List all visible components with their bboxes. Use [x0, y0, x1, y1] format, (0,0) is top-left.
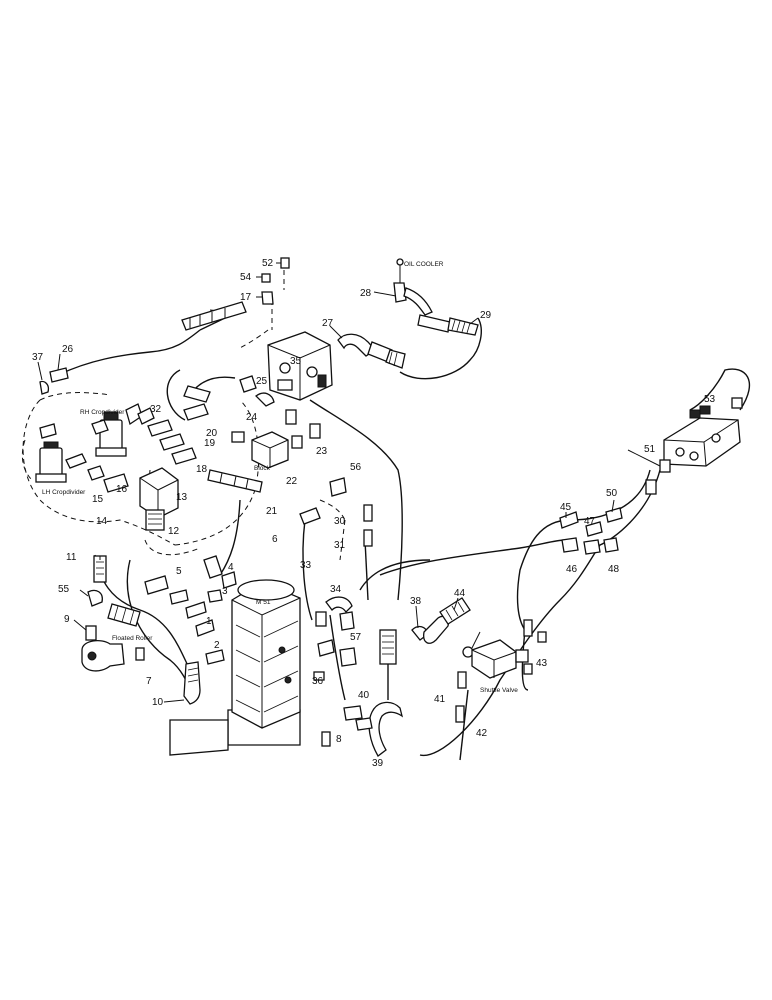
- callout-24: 24: [246, 412, 258, 423]
- elbow-fitting-27: [337, 333, 406, 369]
- main-pump-stack: [169, 579, 301, 756]
- callout-28: 28: [360, 288, 372, 299]
- callout-42: 42: [476, 728, 488, 739]
- left-lower-components: [81, 555, 145, 672]
- pump-fittings: [144, 555, 237, 665]
- callout-31: 31: [334, 540, 346, 551]
- callout-48: 48: [608, 564, 620, 575]
- upper-right-control-valve: [659, 397, 743, 473]
- cylinder-caption: M 51: [256, 599, 271, 606]
- callout-4: 4: [228, 562, 234, 573]
- callout-50: 50: [606, 488, 618, 499]
- right-side-fittings: [559, 479, 657, 555]
- elbow-fitting-10: [183, 661, 201, 705]
- center-block: [251, 431, 289, 469]
- floated-roller-caption: Floated Roller: [112, 635, 153, 642]
- callout-52: 52: [262, 258, 274, 269]
- callout-2: 2: [214, 640, 220, 651]
- callout-33: 33: [300, 560, 312, 571]
- oil-cooler-fittings: [393, 258, 479, 336]
- oil-cooler-caption: OIL COOLER: [404, 261, 444, 268]
- callout-47: 47: [584, 516, 596, 527]
- center-left-fittings: [39, 385, 211, 493]
- callout-45: 45: [560, 502, 572, 513]
- block-fittings: [231, 375, 321, 449]
- callout-7: 7: [146, 676, 152, 687]
- callout-37: 37: [32, 352, 44, 363]
- callout-26: 26: [62, 344, 74, 355]
- callout-55: 55: [58, 584, 70, 595]
- callout-12: 12: [168, 526, 180, 537]
- callout-29: 29: [480, 310, 492, 321]
- callout-15: 15: [92, 494, 104, 505]
- callout-56: 56: [350, 462, 362, 473]
- callout-5: 5: [176, 566, 182, 577]
- lh-cropdivider: [35, 441, 67, 483]
- lower-center-hose: [343, 629, 404, 757]
- callout-46: 46: [566, 564, 578, 575]
- callout-10: 10: [152, 697, 164, 708]
- callout-13: 13: [176, 492, 188, 503]
- left-fittings: [39, 367, 69, 395]
- callout-35: 35: [290, 356, 302, 367]
- fittings-56-30-31: [299, 477, 373, 547]
- pump-right-fittings: [313, 596, 357, 747]
- callout-23: 23: [316, 446, 328, 457]
- callout-25: 25: [256, 376, 268, 387]
- callout-11: 11: [66, 552, 77, 563]
- block-caption: Block: [254, 465, 271, 472]
- hose-lines: [57, 317, 751, 761]
- callout-16: 16: [116, 484, 128, 495]
- callout-6: 6: [272, 534, 278, 545]
- callout-51: 51: [644, 444, 656, 455]
- shuttle-valve-caption: Shuttle Valve: [480, 687, 518, 694]
- lh-cropdivider-caption: LH Cropdivider: [42, 489, 86, 496]
- callout-17: 17: [240, 292, 252, 303]
- callout-9: 9: [64, 614, 70, 625]
- callout-1: 1: [206, 616, 212, 627]
- callout-14: 14: [96, 516, 108, 527]
- callout-leaders: [37, 262, 661, 703]
- callout-36: 36: [312, 676, 324, 687]
- callout-40: 40: [358, 690, 370, 701]
- control-valve-block: [267, 331, 333, 401]
- rh-cropdivider-caption: RH Cropdivider: [80, 409, 125, 416]
- callout-numbers: 52 54 17 28 29 27 25 26 37 32 31 30 56 3…: [32, 258, 716, 769]
- callout-57: 57: [350, 632, 362, 643]
- callout-8: 8: [336, 734, 342, 745]
- callout-34: 34: [330, 584, 342, 595]
- shuttle-valve: [455, 619, 547, 723]
- callout-3: 3: [222, 586, 228, 597]
- component-captions: OIL COOLER RH Cropdivider LH Cropdivider…: [42, 261, 518, 694]
- callout-53: 53: [704, 394, 716, 405]
- filter-block: [139, 467, 179, 531]
- callout-20: 20: [206, 428, 218, 439]
- callout-21: 21: [266, 506, 278, 517]
- top-small-fittings: [261, 257, 290, 305]
- callout-19: 19: [204, 438, 216, 449]
- callout-44: 44: [454, 588, 466, 599]
- callout-30: 30: [334, 516, 346, 527]
- callout-27: 27: [322, 318, 334, 329]
- callout-41: 41: [434, 694, 446, 705]
- upper-left-manifold: [181, 301, 247, 331]
- callout-39: 39: [372, 758, 384, 769]
- manifold-21: [207, 469, 263, 493]
- callout-22: 22: [286, 476, 298, 487]
- callout-18: 18: [196, 464, 208, 475]
- right-hose-fittings: [411, 597, 474, 658]
- callout-32: 32: [150, 404, 162, 415]
- callout-38: 38: [410, 596, 422, 607]
- callout-43: 43: [536, 658, 548, 669]
- callout-54: 54: [240, 272, 252, 283]
